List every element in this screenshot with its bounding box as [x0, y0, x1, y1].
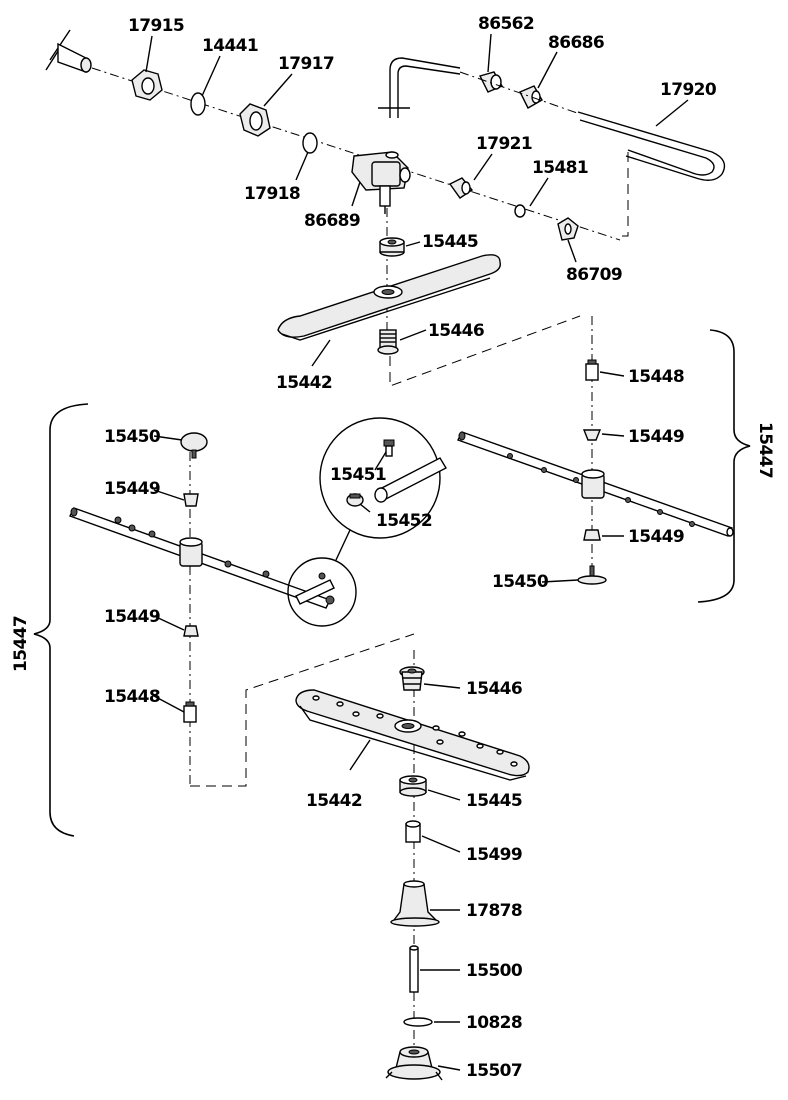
- label-17915: 17915: [128, 16, 184, 36]
- bushing-15449-right-bot: [583, 529, 601, 541]
- right-spray-arm-assembly: [457, 316, 751, 603]
- spray-arm-15442-bot: [295, 689, 530, 781]
- cap-15450-right: [577, 565, 607, 585]
- label-86689: 86689: [304, 211, 360, 231]
- nozzle-15452: [346, 493, 364, 507]
- washer-14441: [190, 92, 206, 116]
- fitting-15446-top: [377, 329, 399, 355]
- arm-tube-left: [69, 507, 331, 609]
- arm-tube-right: [457, 431, 734, 537]
- fitting-17921: [448, 177, 474, 199]
- washer-17918: [302, 132, 318, 154]
- hub-86689: [351, 151, 411, 214]
- washer-10828: [403, 1017, 433, 1027]
- bent-tube: [378, 57, 461, 118]
- label-15449-left-bot: 15449: [104, 607, 160, 627]
- label-15450-left: 15450: [104, 427, 161, 447]
- label-15448-left: 15448: [104, 687, 160, 707]
- nut-86709: [557, 217, 579, 241]
- label-17878: 17878: [466, 901, 522, 921]
- label-17921: 17921: [476, 134, 532, 154]
- label-15447-left: 15447: [11, 616, 31, 672]
- cap-15450-left: [180, 432, 208, 459]
- leader-lines: [145, 33, 689, 1071]
- bushing-15449-left-bot: [183, 625, 199, 637]
- top-supply-assembly: [45, 29, 726, 241]
- tube-17920: [577, 111, 726, 181]
- base-15507: [385, 1046, 443, 1081]
- label-15452: 15452: [376, 511, 432, 531]
- ferrule-86562: [478, 71, 503, 93]
- label-15449-right-bot: 15449: [628, 527, 684, 547]
- spray-arm-15442-top: [277, 254, 501, 341]
- label-15449-right-top: 15449: [628, 427, 684, 447]
- label-86562: 86562: [478, 14, 534, 34]
- bearing-15445-top: [379, 237, 405, 257]
- fitting-17917: [239, 103, 271, 137]
- label-15445-top: 15445: [422, 232, 478, 252]
- label-15446-bot: 15446: [466, 679, 522, 699]
- fitting-15446-bot: [399, 666, 425, 691]
- sleeve-15499: [405, 820, 421, 843]
- label-15481: 15481: [532, 158, 588, 178]
- label-15448-right: 15448: [628, 367, 684, 387]
- screw-15451: [383, 439, 395, 457]
- label-15499: 15499: [466, 845, 522, 865]
- plug-15448-left: [183, 701, 197, 723]
- plug-15448-right: [585, 359, 599, 381]
- nut-86686: [519, 85, 543, 109]
- bearing-15445-bot: [399, 775, 427, 797]
- label-15446-top: 15446: [428, 321, 484, 341]
- label-15450-right: 15450: [492, 572, 549, 592]
- washer-15481: [514, 204, 526, 218]
- label-86686: 86686: [548, 33, 604, 53]
- bushing-15449-right-top: [582, 429, 602, 441]
- label-10828: 10828: [466, 1013, 522, 1033]
- pin-15500: [409, 945, 419, 993]
- bushing-15449-left-top: [183, 493, 199, 507]
- label-15442-top: 15442: [276, 373, 332, 393]
- label-17917: 17917: [278, 54, 334, 74]
- label-86709: 86709: [566, 265, 622, 285]
- left-spray-arm-assembly: [33, 403, 415, 837]
- part-labels: 17915 14441 17917 86562 86686 17920 1792…: [11, 14, 775, 1081]
- label-15500: 15500: [466, 961, 523, 981]
- detail-callout: [287, 417, 447, 627]
- label-17918: 17918: [244, 184, 300, 204]
- label-15445-bot: 15445: [466, 791, 522, 811]
- upper-spray-arm-top: [277, 208, 581, 387]
- shroud-17878: [390, 880, 440, 927]
- lower-spray-arm-assembly: [295, 650, 530, 1081]
- label-17920: 17920: [660, 80, 717, 100]
- label-15442-bot: 15442: [306, 791, 362, 811]
- label-15507: 15507: [466, 1061, 522, 1081]
- nut-17915: [131, 69, 163, 101]
- label-14441: 14441: [202, 36, 258, 56]
- bracket-left: [33, 403, 89, 837]
- label-15451: 15451: [330, 465, 386, 485]
- label-15449-left-top: 15449: [104, 479, 160, 499]
- bracket-right: [697, 329, 751, 603]
- label-15447-right: 15447: [755, 422, 775, 478]
